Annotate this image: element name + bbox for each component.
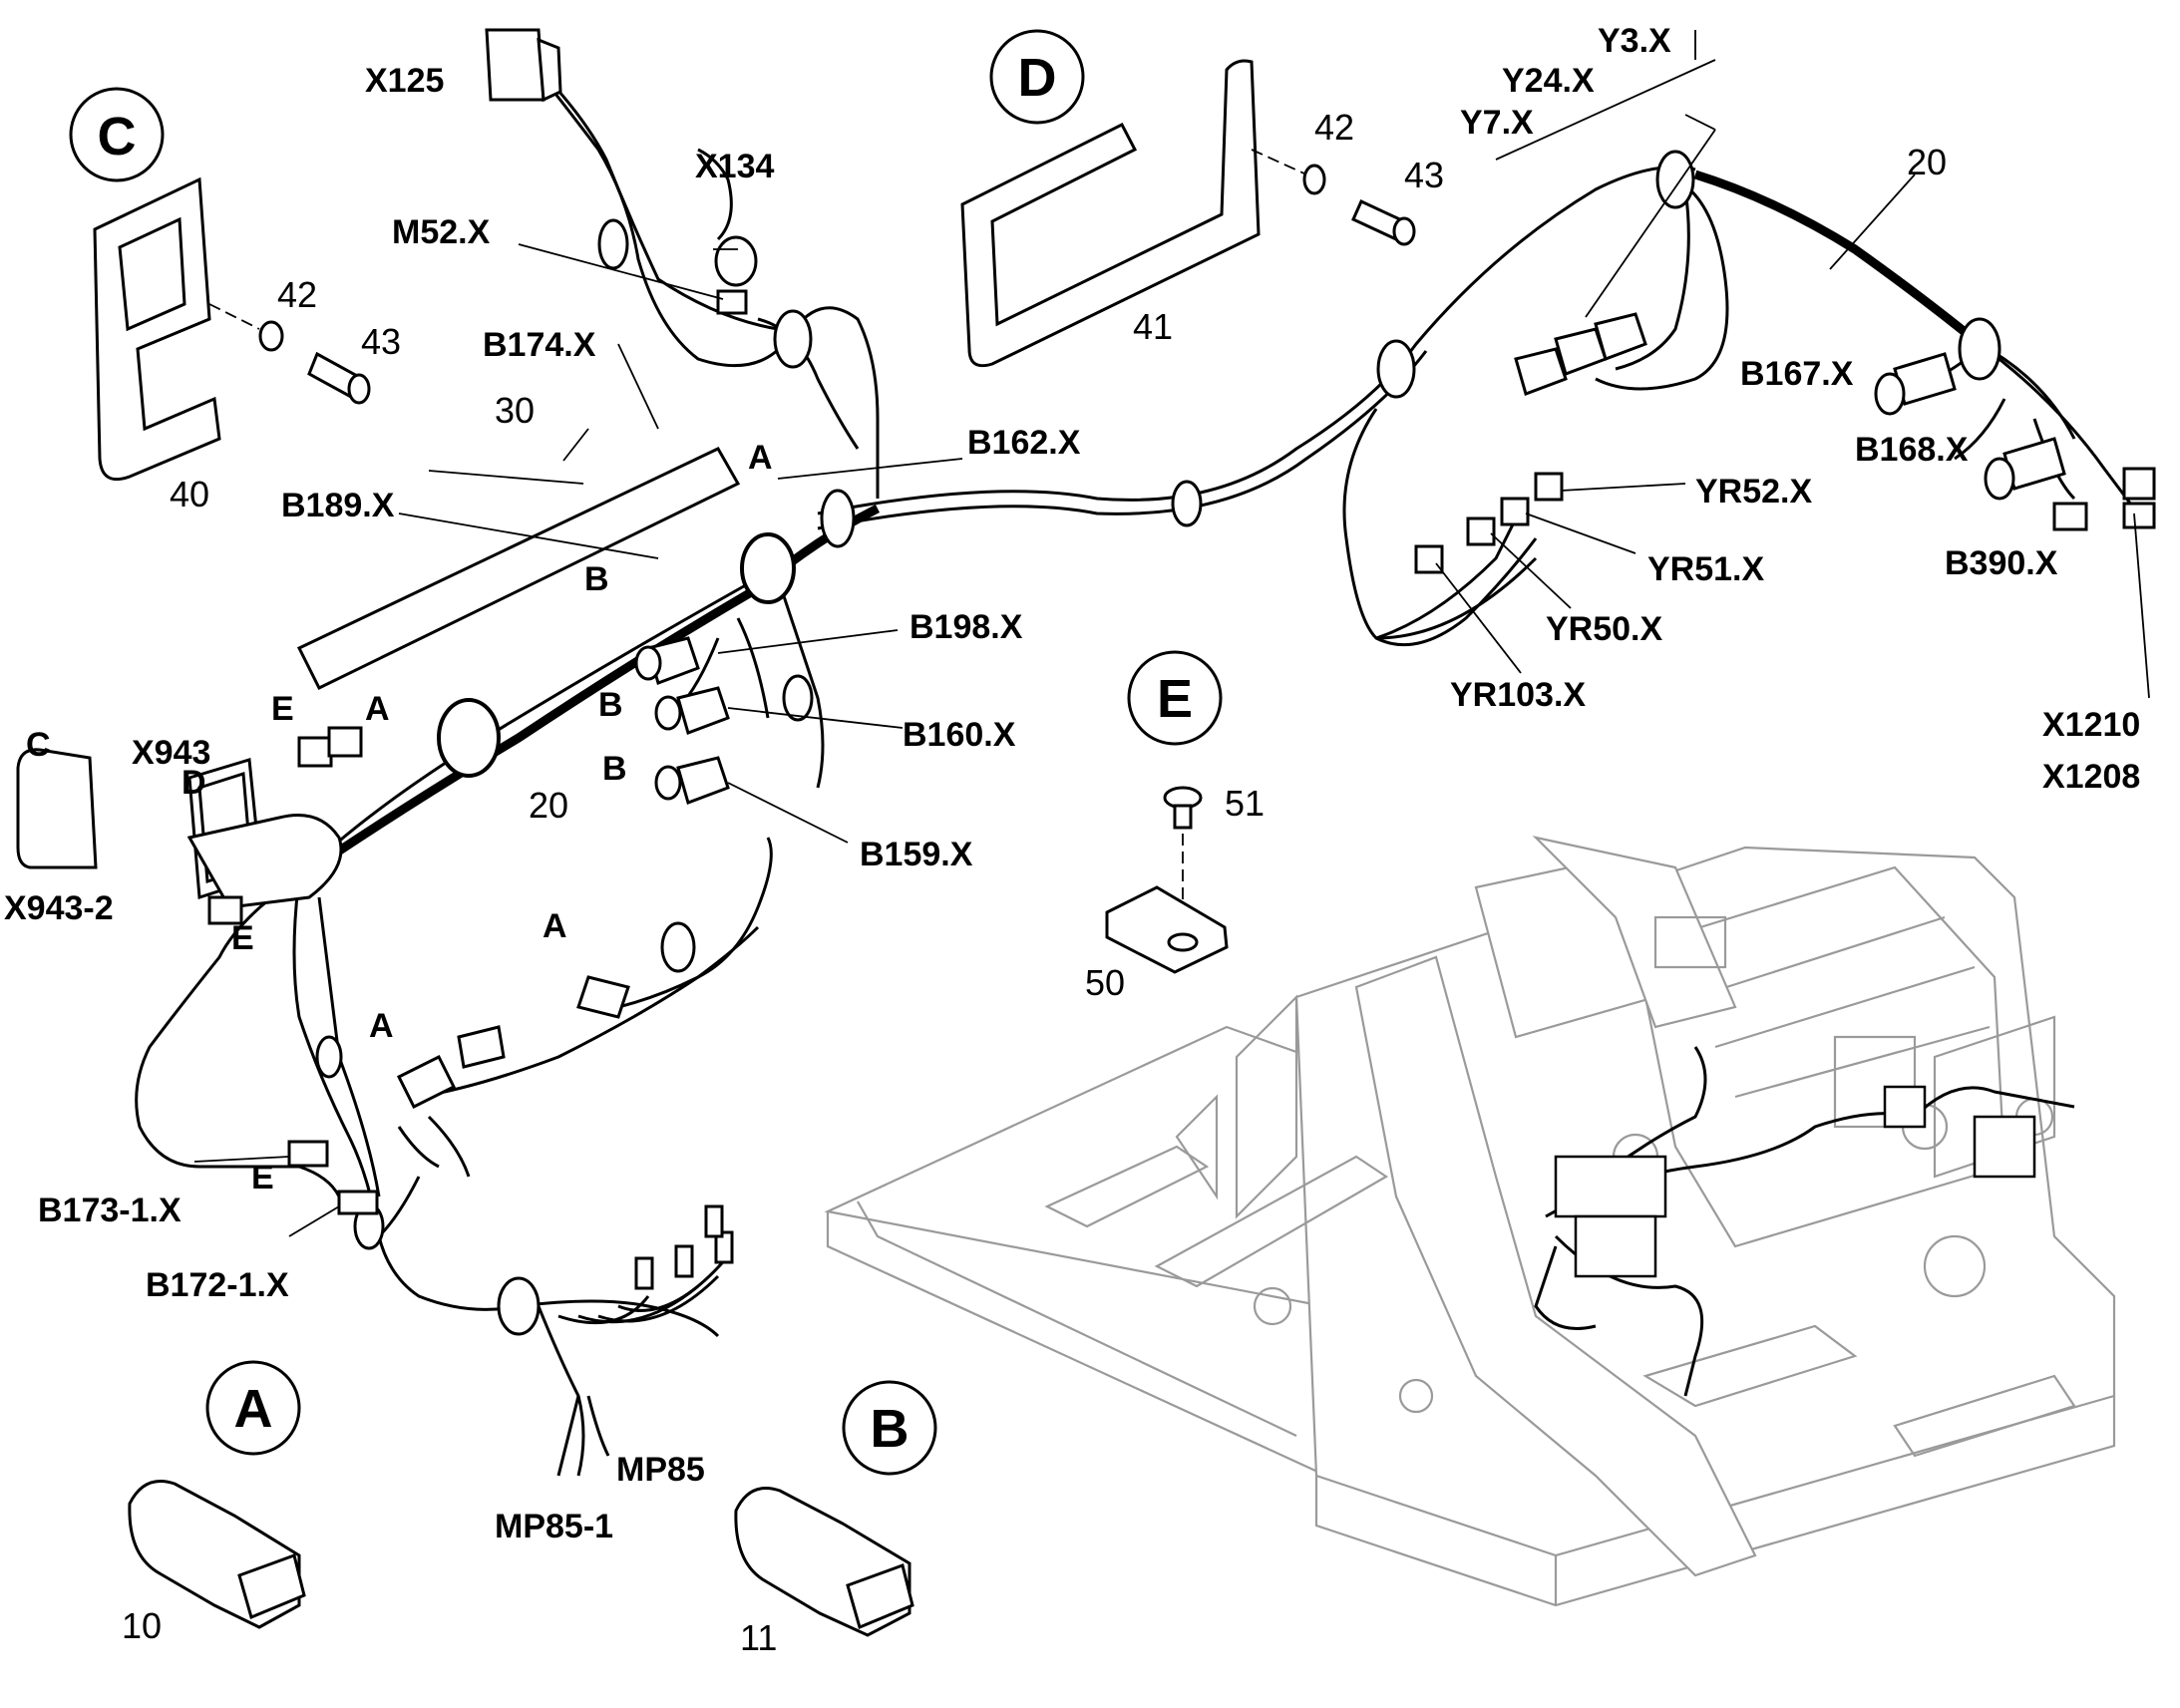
label-b159: B159.X — [860, 836, 973, 873]
part-10: 10 — [122, 1605, 162, 1646]
ref-a-left: A — [365, 690, 390, 728]
detail-d: D 42 43 41 — [960, 29, 1444, 368]
label-x1208: X1208 — [2042, 758, 2140, 796]
detail-b-circle — [842, 1380, 937, 1476]
detail-d-circle — [989, 29, 1085, 125]
label-m52: M52.X — [392, 213, 491, 251]
label-y24: Y24.X — [1502, 62, 1595, 100]
ref-b-198: B — [598, 686, 623, 724]
ref-b-159: B — [602, 750, 627, 788]
label-b198: B198.X — [909, 608, 1023, 646]
label-y3: Y3.X — [1598, 22, 1671, 60]
label-yr103: YR103.X — [1450, 676, 1586, 714]
part-20-right: 20 — [1907, 142, 1947, 182]
bracket-41 — [960, 59, 1261, 368]
leader-lines — [193, 30, 2150, 1237]
detail-a: A 10 — [122, 1360, 306, 1646]
label-yr51: YR51.X — [1647, 550, 1764, 588]
label-b189: B189.X — [281, 487, 395, 524]
ref-c-connector: C — [26, 726, 51, 764]
detail-c-letter: C — [98, 107, 137, 167]
part-20-main: 20 — [529, 785, 568, 826]
label-b173: B173-1.X — [38, 1192, 182, 1229]
machine-frame — [824, 836, 2116, 1607]
part-40: 40 — [170, 474, 209, 514]
detail-c: C 40 42 43 — [69, 87, 401, 514]
detail-a-circle — [205, 1360, 301, 1456]
label-b167: B167.X — [1740, 355, 1854, 393]
connector-bodies — [16, 28, 2156, 1290]
detail-b: B 11 — [734, 1380, 937, 1658]
part-41: 41 — [1133, 306, 1173, 347]
clip-50 — [1105, 885, 1229, 974]
part-43-left: 43 — [361, 321, 401, 362]
label-y7: Y7.X — [1460, 104, 1534, 142]
label-x1210: X1210 — [2042, 706, 2140, 744]
label-mp85: MP85 — [616, 1451, 705, 1489]
ref-a-mid: A — [543, 907, 567, 945]
detail-c-circle — [69, 87, 165, 182]
ref-a-low: A — [369, 1007, 394, 1045]
harness-part-numbers: 30 20 20 — [495, 142, 1947, 826]
ref-e-b173: E — [251, 1159, 274, 1196]
grommets — [315, 150, 2001, 1336]
label-yr50: YR50.X — [1546, 610, 1662, 648]
ref-a-panel: A — [748, 439, 773, 477]
connector-labels: X125 X134 M52.X B174.X B162.X B189.X B19… — [4, 22, 2140, 1545]
label-mp85-1: MP85-1 — [495, 1508, 613, 1545]
label-b162: B162.X — [967, 424, 1081, 462]
part-11: 11 — [740, 1617, 777, 1658]
ref-d-connector: D — [182, 764, 206, 802]
washer-42-right — [1302, 164, 1326, 195]
ref-b-panel: B — [584, 560, 609, 598]
detail-e-letter: E — [1157, 669, 1193, 729]
label-b168: B168.X — [1855, 431, 1969, 469]
label-yr52: YR52.X — [1695, 473, 1812, 511]
label-b160: B160.X — [903, 716, 1016, 754]
detail-b-letter: B — [871, 1399, 909, 1459]
detail-a-letter: A — [234, 1379, 273, 1439]
label-x943: X943 — [132, 734, 210, 772]
label-b390: B390.X — [1945, 544, 2058, 582]
part-43-right: 43 — [1404, 155, 1444, 195]
part-42-right: 42 — [1314, 107, 1354, 148]
detail-d-letter: D — [1018, 48, 1057, 108]
part-50: 50 — [1085, 962, 1125, 1003]
label-b174: B174.X — [483, 326, 596, 364]
part-42-left: 42 — [277, 274, 317, 315]
label-b172: B172-1.X — [146, 1266, 289, 1304]
washer-42-left — [258, 320, 284, 352]
label-x943-2: X943-2 — [4, 889, 114, 927]
label-x134: X134 — [695, 148, 774, 185]
ref-e-left: E — [271, 690, 294, 728]
detail-e: E 51 50 — [1085, 650, 1265, 1003]
bracket-40 — [93, 176, 221, 482]
label-x125: X125 — [365, 62, 444, 100]
part-51: 51 — [1225, 783, 1265, 824]
detail-e-circle — [1127, 650, 1223, 746]
part-30: 30 — [495, 390, 535, 431]
reference-letters: A B E A C D B B E A A E — [26, 439, 773, 1196]
ref-e-bottom: E — [231, 919, 254, 957]
